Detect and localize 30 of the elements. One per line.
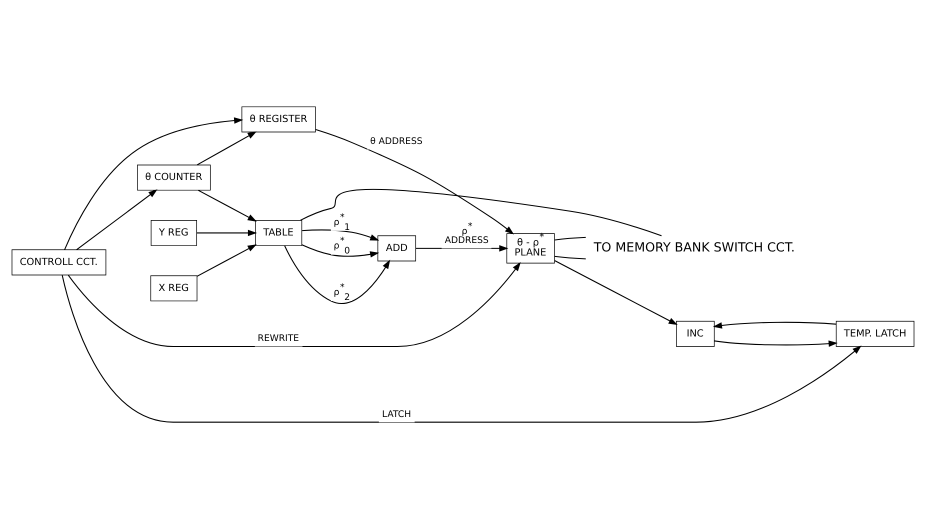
node-text: TO MEMORY BANK SWITCH CCT. [593,238,794,254]
node-box: ADD [377,234,416,261]
node-box: TEMP. LATCH [835,320,914,346]
arrow [198,189,256,222]
arrow [314,128,514,234]
node-box: CONTROLL CCT. [11,248,106,275]
arrow [302,228,379,240]
node-box: θ REGISTER [241,106,316,132]
arrow [196,229,257,236]
connector [554,255,586,259]
arrow [196,130,256,165]
connector [300,188,662,236]
node-box: INC [676,320,714,346]
arrow [554,260,678,325]
arrow [714,340,838,346]
arrow [76,188,158,250]
node-box: θ COUNTER [136,164,210,190]
edge-label: LATCH [382,409,411,420]
edge-label: θ ADDRESS [370,136,422,147]
edge-label: REWRITE [257,334,299,344]
arrow [301,244,379,258]
arrow [64,116,243,250]
node-box: TABLE [254,220,302,246]
arrow [712,321,836,328]
arrow [196,244,256,276]
arrow [284,244,390,304]
arrow [415,244,508,252]
node-box: X REG [150,274,197,301]
node-box: Y REG [150,220,197,246]
connector [554,236,586,240]
